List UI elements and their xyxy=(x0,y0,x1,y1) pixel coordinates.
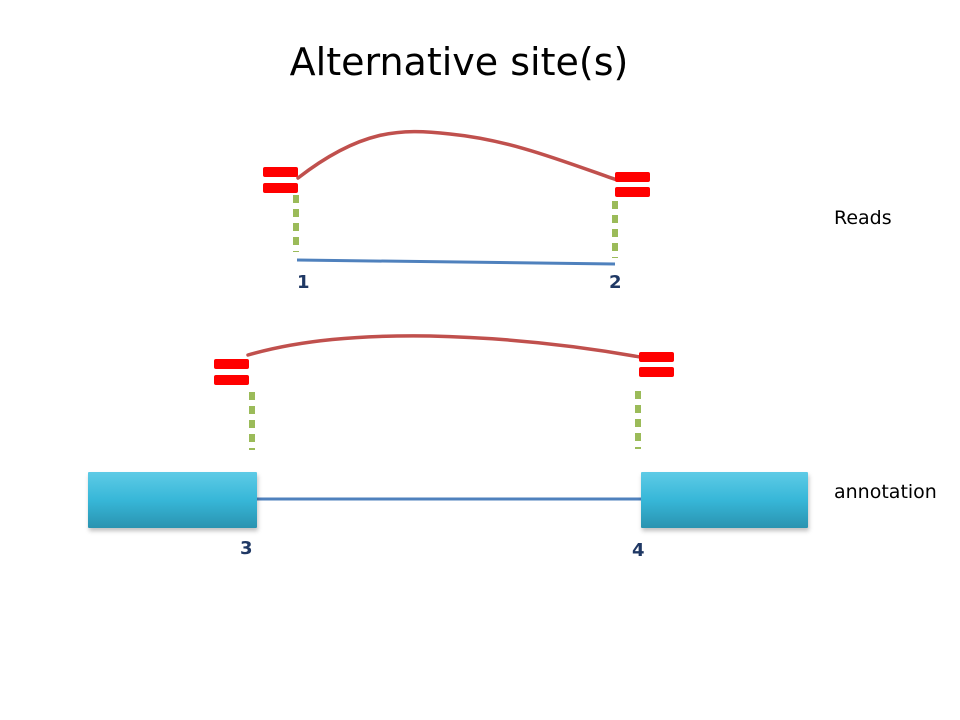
read-block-3b xyxy=(214,375,249,385)
reads-top-arc xyxy=(296,129,619,182)
read-block-1b xyxy=(263,183,298,193)
exon-left xyxy=(88,472,257,528)
exon-right xyxy=(641,472,808,528)
site-number-1: 1 xyxy=(297,272,310,293)
read-block-2a xyxy=(615,172,650,182)
annotation-arc xyxy=(246,334,642,359)
site-number-4: 4 xyxy=(632,540,645,561)
read-block-4a xyxy=(639,352,674,362)
annotation-label: annotation xyxy=(834,481,937,503)
site-number-2: 2 xyxy=(609,272,622,293)
site-number-3: 3 xyxy=(240,538,253,559)
read-block-3a xyxy=(214,359,249,369)
slide-title: Alternative site(s) xyxy=(289,40,629,84)
read-block-1a xyxy=(263,167,298,177)
reads-label: Reads xyxy=(834,207,892,229)
reads-intron-line xyxy=(296,258,616,266)
read-block-2b xyxy=(615,187,650,197)
read-block-4b xyxy=(639,367,674,377)
